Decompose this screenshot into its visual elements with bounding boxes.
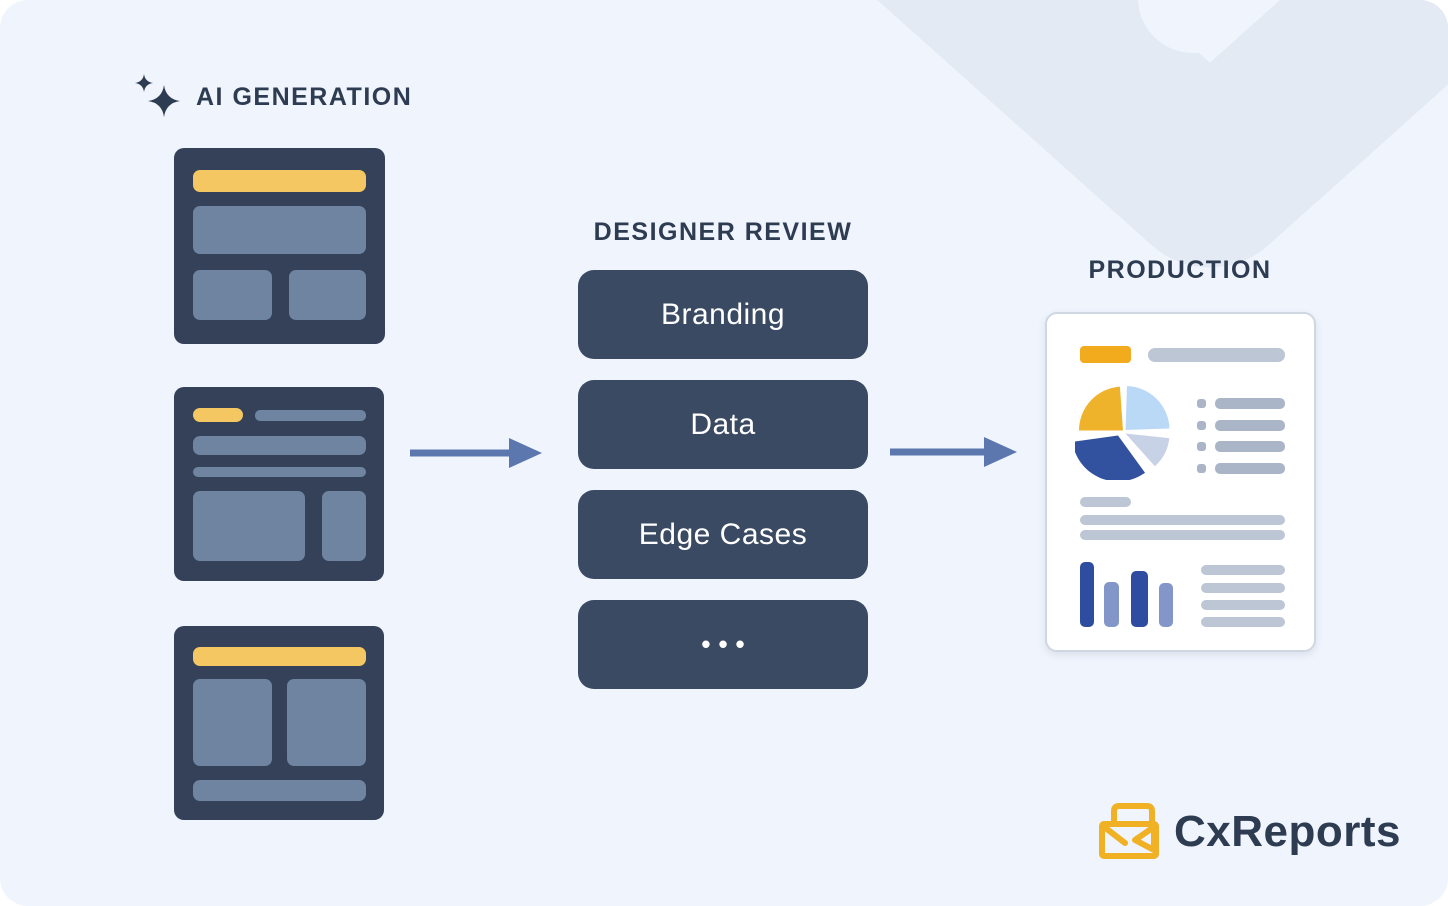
brand-name: CxReports [1174, 807, 1401, 856]
thumbnail-content-block [193, 270, 272, 320]
pie-slice-yellow [1079, 386, 1123, 431]
ai-generation-header: AI GENERATION [134, 74, 412, 120]
more-dots-icon: ••• [701, 629, 753, 659]
thumbnail-content-block [289, 270, 366, 320]
pie-slice-light-blue [1125, 386, 1170, 430]
paragraph-heading-bar [1080, 497, 1131, 507]
bullet-dot [1197, 442, 1206, 451]
designer-review-header: DESIGNER REVIEW [594, 218, 853, 247]
bar-chart-bar [1104, 582, 1119, 627]
bar-chart-bar [1080, 562, 1094, 627]
review-button-label: Edge Cases [638, 517, 808, 551]
thumbnail-footer-bar [193, 780, 366, 801]
bullet-text-bar [1215, 398, 1285, 409]
bar-chart-bar [1159, 583, 1173, 627]
review-button-label: Branding [660, 297, 786, 331]
footer-text-bar [1201, 583, 1285, 593]
bullet-dot [1197, 464, 1206, 473]
report-title-bar [1148, 348, 1285, 362]
thumbnail-text-line [193, 436, 366, 455]
generated-report-thumbnail-2 [174, 387, 384, 581]
bullet-dot [1197, 399, 1206, 408]
bullet-dot [1197, 421, 1206, 430]
thumbnail-content-block [193, 206, 366, 254]
ai-generation-label: AI GENERATION [196, 82, 413, 111]
review-button-label: Data [690, 407, 756, 441]
designer-review-label: DESIGNER REVIEW [593, 218, 853, 246]
production-report-document [1045, 312, 1316, 652]
bullet-text-bar [1215, 441, 1285, 452]
thumbnail-content-block [193, 491, 305, 561]
production-header: PRODUCTION [1088, 256, 1271, 285]
thumbnail-content-block [322, 491, 366, 561]
flow-arrow-left [410, 438, 542, 468]
review-button-edge-cases[interactable]: Edge Cases [578, 490, 868, 579]
envelope-report-icon [1099, 803, 1159, 859]
bullet-text-bar [1215, 463, 1285, 474]
review-button-branding[interactable]: Branding [578, 270, 868, 359]
pie-slice-dark-blue [1075, 435, 1145, 480]
flow-arrow-right [890, 437, 1017, 467]
thumbnail-title-bar [193, 408, 243, 422]
bullet-text-bar [1215, 420, 1285, 431]
footer-text-bar [1201, 617, 1285, 627]
report-logo-bar [1080, 346, 1131, 363]
bar-chart-bar [1131, 571, 1148, 627]
paragraph-text-bar [1080, 530, 1285, 540]
thumbnail-content-block [193, 679, 272, 766]
pie-slice-pale [1125, 433, 1170, 467]
thumbnail-text-line [255, 410, 366, 421]
thumbnail-title-bar [193, 647, 366, 666]
thumbnail-content-block [287, 679, 366, 766]
footer-text-bar [1201, 565, 1285, 575]
production-label: PRODUCTION [1088, 256, 1272, 284]
sparkles-icon [135, 74, 180, 117]
review-button-data[interactable]: Data [578, 380, 868, 469]
footer-text-bar [1201, 600, 1285, 610]
generated-report-thumbnail-3 [174, 626, 384, 820]
generated-report-thumbnail-1 [174, 148, 385, 344]
cxreports-logo: CxReports [1098, 800, 1401, 864]
report-pie-chart [1075, 386, 1170, 480]
paragraph-text-bar [1080, 515, 1285, 525]
thumbnail-title-bar [193, 170, 366, 192]
review-button-more[interactable]: ••• [578, 600, 868, 689]
thumbnail-text-line [193, 467, 366, 477]
